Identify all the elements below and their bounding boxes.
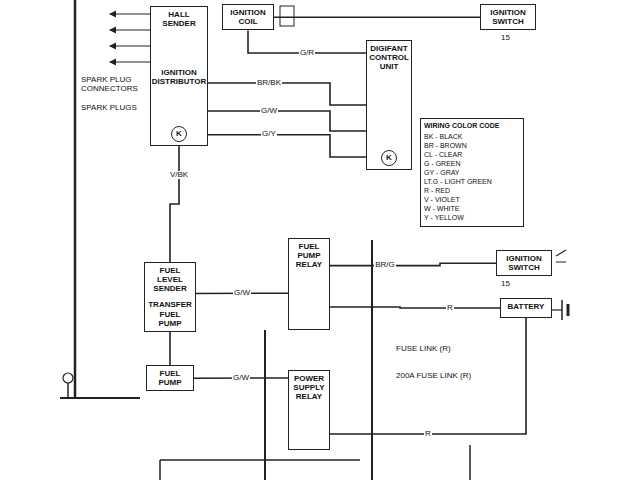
component-name: TRANSFER FUEL PUMP xyxy=(148,300,192,328)
terminal-number: 15 xyxy=(500,34,511,43)
color-code-table: WIRING COLOR CODE BK - BLACKBR - BROWNCL … xyxy=(420,118,524,227)
battery-lead xyxy=(552,309,562,310)
coil-symbol xyxy=(280,6,294,26)
ground-wire xyxy=(160,459,360,461)
frame-wire xyxy=(74,0,77,398)
supply-wire xyxy=(469,445,471,480)
spark-plug-lead xyxy=(110,61,150,62)
component-name: G - GREEN xyxy=(424,160,461,168)
wire-connector xyxy=(208,135,366,157)
part-label: SPARK PLUGS xyxy=(80,104,148,113)
component-name: GY - GRAY xyxy=(424,169,460,177)
relay-box: FUEL PUMP RELAY xyxy=(288,238,330,330)
terminal-number: 15 xyxy=(500,280,511,289)
relay-box: POWER SUPPLY RELAY xyxy=(288,370,330,450)
component-name: HALL SENDER xyxy=(154,10,204,28)
component-name: BATTERY xyxy=(508,302,545,311)
component-name: V - VIOLET xyxy=(424,196,460,204)
wire-connector xyxy=(208,83,366,105)
wire-color-code: BR/BK xyxy=(256,79,282,88)
spark-plug-lead xyxy=(110,29,150,30)
wire-connector xyxy=(169,332,171,365)
component-name: POWER SUPPLY RELAY xyxy=(292,374,326,402)
component-name: R - RED xyxy=(424,187,450,195)
supply-wire xyxy=(371,240,373,480)
ground-wire xyxy=(159,460,161,480)
component-name: WIRING COLOR CODE xyxy=(424,122,499,130)
ground-lead xyxy=(67,383,69,398)
wire-connector xyxy=(208,111,366,131)
wire-color-code: R xyxy=(446,304,454,313)
spark-plug-lead xyxy=(110,13,150,14)
switch-box: IGNITION SWITCH xyxy=(496,250,552,276)
wire-connector xyxy=(330,307,500,308)
component-name: LT.G - LIGHT GREEN xyxy=(424,178,492,186)
component-name: K xyxy=(386,153,392,162)
wire-color-code: R xyxy=(424,430,432,439)
wire-color-code: G/W xyxy=(260,107,278,116)
wire-connector xyxy=(330,263,496,265)
component-name: DIGIFANT CONTROL UNIT xyxy=(369,44,408,72)
wire-color-code: BR/G xyxy=(374,261,396,270)
ground-point xyxy=(63,373,73,383)
ground-wire xyxy=(60,397,140,399)
wire-connector xyxy=(170,146,179,262)
battery-plate xyxy=(567,304,570,316)
switch-symbol xyxy=(556,250,566,262)
component-name: BK - BLACK xyxy=(424,133,463,141)
connector-circle: K xyxy=(171,126,187,142)
pump-box: FUEL PUMP xyxy=(146,365,194,391)
wire-connector xyxy=(330,318,526,434)
part-label: SPARK PLUG CONNECTORS xyxy=(80,76,148,94)
component-name: IGNITION SWITCH xyxy=(500,254,548,272)
component-name: FUEL LEVEL SENDER xyxy=(148,266,192,294)
connector-circle: K xyxy=(381,150,397,166)
wire-color-code: V/BK xyxy=(169,171,189,180)
ground-wire xyxy=(264,330,266,480)
fuse-label: FUSE LINK (R) xyxy=(395,345,452,354)
wire-connector xyxy=(274,16,480,18)
component-name: FUEL PUMP xyxy=(150,369,190,387)
component-name: BR - BROWN xyxy=(424,142,467,150)
component-name: CL - CLEAR xyxy=(424,151,462,159)
component-name: K xyxy=(176,129,182,138)
distributor-box: HALL SENDER IGNITION DISTRIBUTOR K xyxy=(150,6,208,146)
component-name: W - WHITE xyxy=(424,205,459,213)
component-name: IGNITION DISTRIBUTOR xyxy=(152,68,207,86)
ignition-coil: IGNITION COIL xyxy=(222,4,274,30)
wire-color-code: G/W xyxy=(232,374,250,383)
fuse-label: 200A FUSE LINK (R) xyxy=(395,372,472,381)
wire-color-code: G/R xyxy=(299,49,315,58)
component-name: Y - YELLOW xyxy=(424,214,464,222)
wire-color-code: G/W xyxy=(233,289,251,298)
switch-box: IGNITION SWITCH xyxy=(480,4,536,30)
control-unit-box: DIGIFANT CONTROL UNIT K xyxy=(366,40,412,170)
component-name: FUEL PUMP RELAY xyxy=(292,242,326,270)
wire-color-code: G/Y xyxy=(261,130,277,139)
component-name: IGNITION COIL xyxy=(226,8,270,26)
battery-box: BATTERY xyxy=(500,298,552,318)
sender-box: FUEL LEVEL SENDER TRANSFER FUEL PUMP xyxy=(144,262,196,332)
spark-plug-lead xyxy=(110,45,150,46)
component-name: IGNITION SWITCH xyxy=(484,8,532,26)
